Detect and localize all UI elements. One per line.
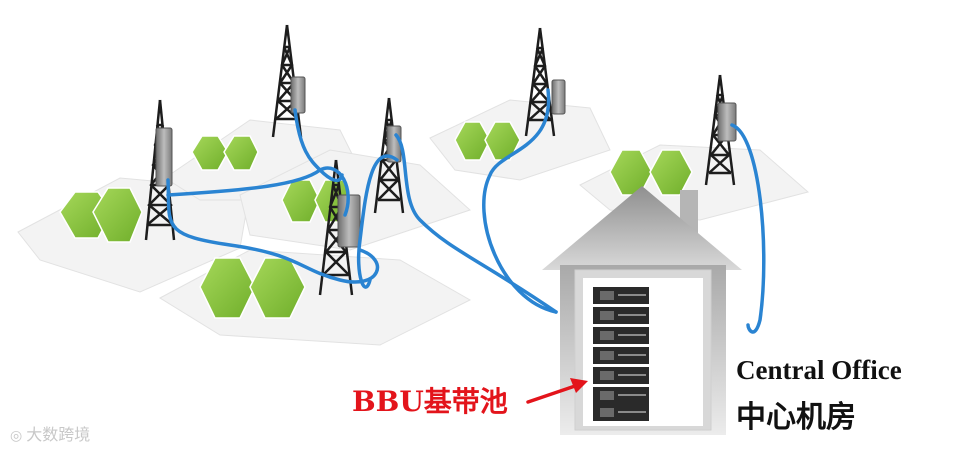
watermark-text: 大数跨境 xyxy=(26,425,91,444)
server-unit xyxy=(593,327,649,344)
rru-unit xyxy=(155,127,173,187)
tower xyxy=(524,27,566,137)
cell-hexagon xyxy=(223,135,259,171)
central-office-label-en: Central Office xyxy=(736,355,902,385)
cell-hexagon xyxy=(249,257,306,319)
tower xyxy=(144,99,176,241)
central-office-label-cn: 中心机房 xyxy=(736,400,856,435)
fiber-links xyxy=(166,88,766,334)
tower xyxy=(318,159,361,296)
server-unit xyxy=(593,347,649,364)
bbu-pool-label: BBU基带池 xyxy=(352,385,508,418)
rru-unit xyxy=(551,79,566,115)
logo-icon: ◎ xyxy=(10,428,23,444)
fiber-link xyxy=(482,88,558,314)
cell-hexagon xyxy=(92,187,143,243)
cell-hexagon xyxy=(649,149,693,196)
fiber-link xyxy=(293,108,344,183)
fiber-link xyxy=(356,154,399,289)
server-unit xyxy=(593,367,649,384)
tower xyxy=(704,74,737,186)
server-unit xyxy=(593,307,649,324)
server-unit xyxy=(593,387,649,404)
fiber-link xyxy=(394,133,558,314)
fiber-link xyxy=(166,178,380,284)
rru-unit xyxy=(717,102,737,142)
fiber-link xyxy=(166,166,350,217)
bbu-pointer-arrow xyxy=(526,378,588,404)
tower xyxy=(271,24,306,138)
server-unit xyxy=(593,404,649,421)
fiber-link xyxy=(730,123,766,334)
server-unit xyxy=(593,287,649,304)
tower xyxy=(373,97,405,214)
rru-unit xyxy=(290,76,306,114)
watermark: ◎大数跨境 xyxy=(10,421,90,445)
cell-hexagon xyxy=(484,121,521,161)
bbu-server-rack xyxy=(593,287,649,421)
